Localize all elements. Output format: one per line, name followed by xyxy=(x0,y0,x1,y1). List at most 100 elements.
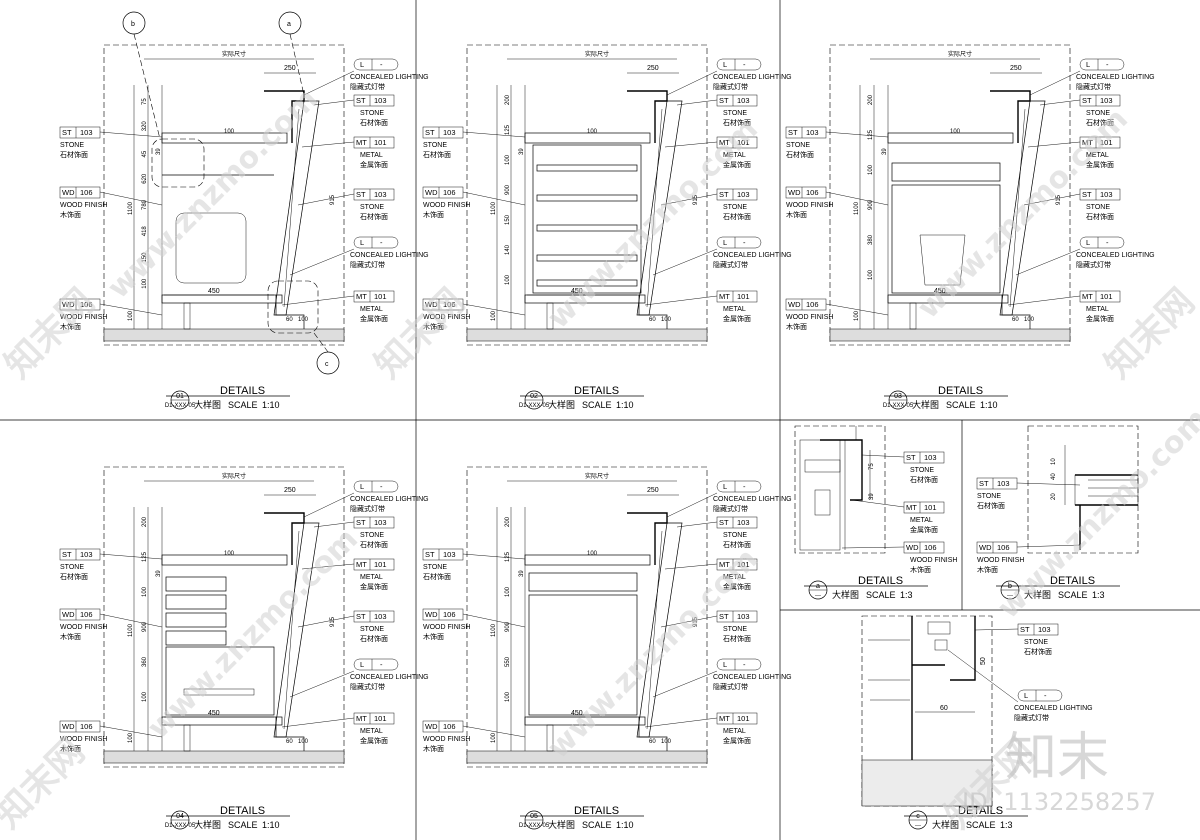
label-text: STONE xyxy=(1024,639,1048,646)
scale-label: SCALE xyxy=(866,590,896,600)
dimension-text: 450 xyxy=(208,710,220,717)
label-text: 石材饰面 xyxy=(1086,212,1114,221)
dimension-text: 125 xyxy=(505,551,511,562)
callout-c-cloud xyxy=(267,280,319,334)
label-text: CONCEALED LIGHTING xyxy=(713,674,792,681)
label-text: 金属饰面 xyxy=(360,160,388,169)
boundary-dashed xyxy=(829,44,1071,346)
label-text: STONE xyxy=(723,204,747,211)
label-text: 106 xyxy=(80,610,93,619)
label-text: L xyxy=(723,660,727,669)
label-text: WD xyxy=(788,188,801,197)
dimension-text: 39 xyxy=(156,570,162,577)
label-text: METAL xyxy=(1086,306,1109,313)
label-text: 103 xyxy=(374,612,387,621)
label-text: STONE xyxy=(977,493,1001,500)
dimension-text: 60 xyxy=(649,739,656,745)
detail-title-cn: 大样图 xyxy=(932,819,959,830)
label-text: WD xyxy=(979,543,992,552)
callout-letter: a xyxy=(287,21,291,28)
label-text: 石材饰面 xyxy=(360,212,388,221)
label-text: 101 xyxy=(374,292,387,301)
label-text: CONCEALED LIGHTING xyxy=(350,674,429,681)
label-text: - xyxy=(1044,691,1047,700)
label-text: WD xyxy=(62,722,75,731)
label-text: ST xyxy=(719,190,729,199)
detail-title: DETAILS xyxy=(220,805,265,817)
actual-size-label: 实际尺寸 xyxy=(585,50,609,58)
label-text: MT xyxy=(719,714,730,723)
dimension-text: 915 xyxy=(1056,194,1062,205)
floor xyxy=(829,328,1071,342)
svg-text:39: 39 xyxy=(869,493,875,500)
label-text: METAL xyxy=(360,728,383,735)
label-text: WD xyxy=(425,188,438,197)
label-text: CONCEALED LIGHTING xyxy=(1014,705,1093,712)
label-text: 106 xyxy=(806,300,819,309)
label-text: ST xyxy=(62,128,72,137)
leader-line xyxy=(289,248,355,276)
label-text: CONCEALED LIGHTING xyxy=(713,496,792,503)
dimension-text: 915 xyxy=(330,194,336,205)
label-text: MT xyxy=(356,560,367,569)
label-text: METAL xyxy=(723,306,746,313)
label-text: WD xyxy=(425,722,438,731)
label-text: MT xyxy=(356,714,367,723)
dimension-text: 100 xyxy=(950,129,961,135)
leader-line xyxy=(974,628,1019,631)
svg-text:20: 20 xyxy=(1051,493,1057,500)
dimension-text: 125 xyxy=(142,551,148,562)
shelf xyxy=(536,254,638,262)
leader-line xyxy=(1007,295,1081,306)
leader-line xyxy=(462,725,526,738)
label-text: WD xyxy=(425,300,438,309)
leader-line xyxy=(462,553,526,560)
drawer xyxy=(528,572,638,592)
leader-line xyxy=(660,193,718,206)
label-text: 103 xyxy=(80,550,93,559)
boundary-dashed xyxy=(103,466,345,768)
leader-line xyxy=(1016,482,1081,486)
label-text: WOOD FINISH xyxy=(786,202,833,209)
label-text: 金属饰面 xyxy=(1086,160,1114,169)
dimension-text: 100 xyxy=(128,732,134,743)
dimension-text: 100 xyxy=(142,278,148,289)
leader-line xyxy=(289,670,355,698)
label-text: - xyxy=(380,482,383,491)
dimension-text: 320 xyxy=(142,121,148,132)
scale-value: 1:3 xyxy=(1000,820,1013,830)
label-text: 101 xyxy=(737,138,750,147)
label-text: 木饰面 xyxy=(423,210,444,219)
label-text: 石材饰面 xyxy=(1086,118,1114,127)
callout-letter: c xyxy=(325,361,329,368)
detail-number: a xyxy=(816,583,820,590)
scale-value: 1:3 xyxy=(1092,590,1105,600)
label-text: 石材饰面 xyxy=(60,572,88,581)
dimension-text: 200 xyxy=(505,94,511,105)
leader-line xyxy=(825,191,889,206)
cabinet-interior xyxy=(891,162,1001,294)
leader-line xyxy=(99,613,163,628)
dimension-text: 915 xyxy=(693,194,699,205)
dimension-text: 100 xyxy=(868,269,874,280)
label-text: WOOD FINISH xyxy=(60,736,107,743)
label-text: 106 xyxy=(443,300,456,309)
label-text: ST xyxy=(1082,190,1092,199)
floor xyxy=(103,328,345,342)
label-text: CONCEALED LIGHTING xyxy=(1076,252,1155,259)
dimension-text: 450 xyxy=(571,288,583,295)
label-text: ST xyxy=(356,190,366,199)
leader-line xyxy=(303,492,355,518)
actual-size-label: 实际尺寸 xyxy=(222,472,246,480)
label-text: WD xyxy=(62,300,75,309)
